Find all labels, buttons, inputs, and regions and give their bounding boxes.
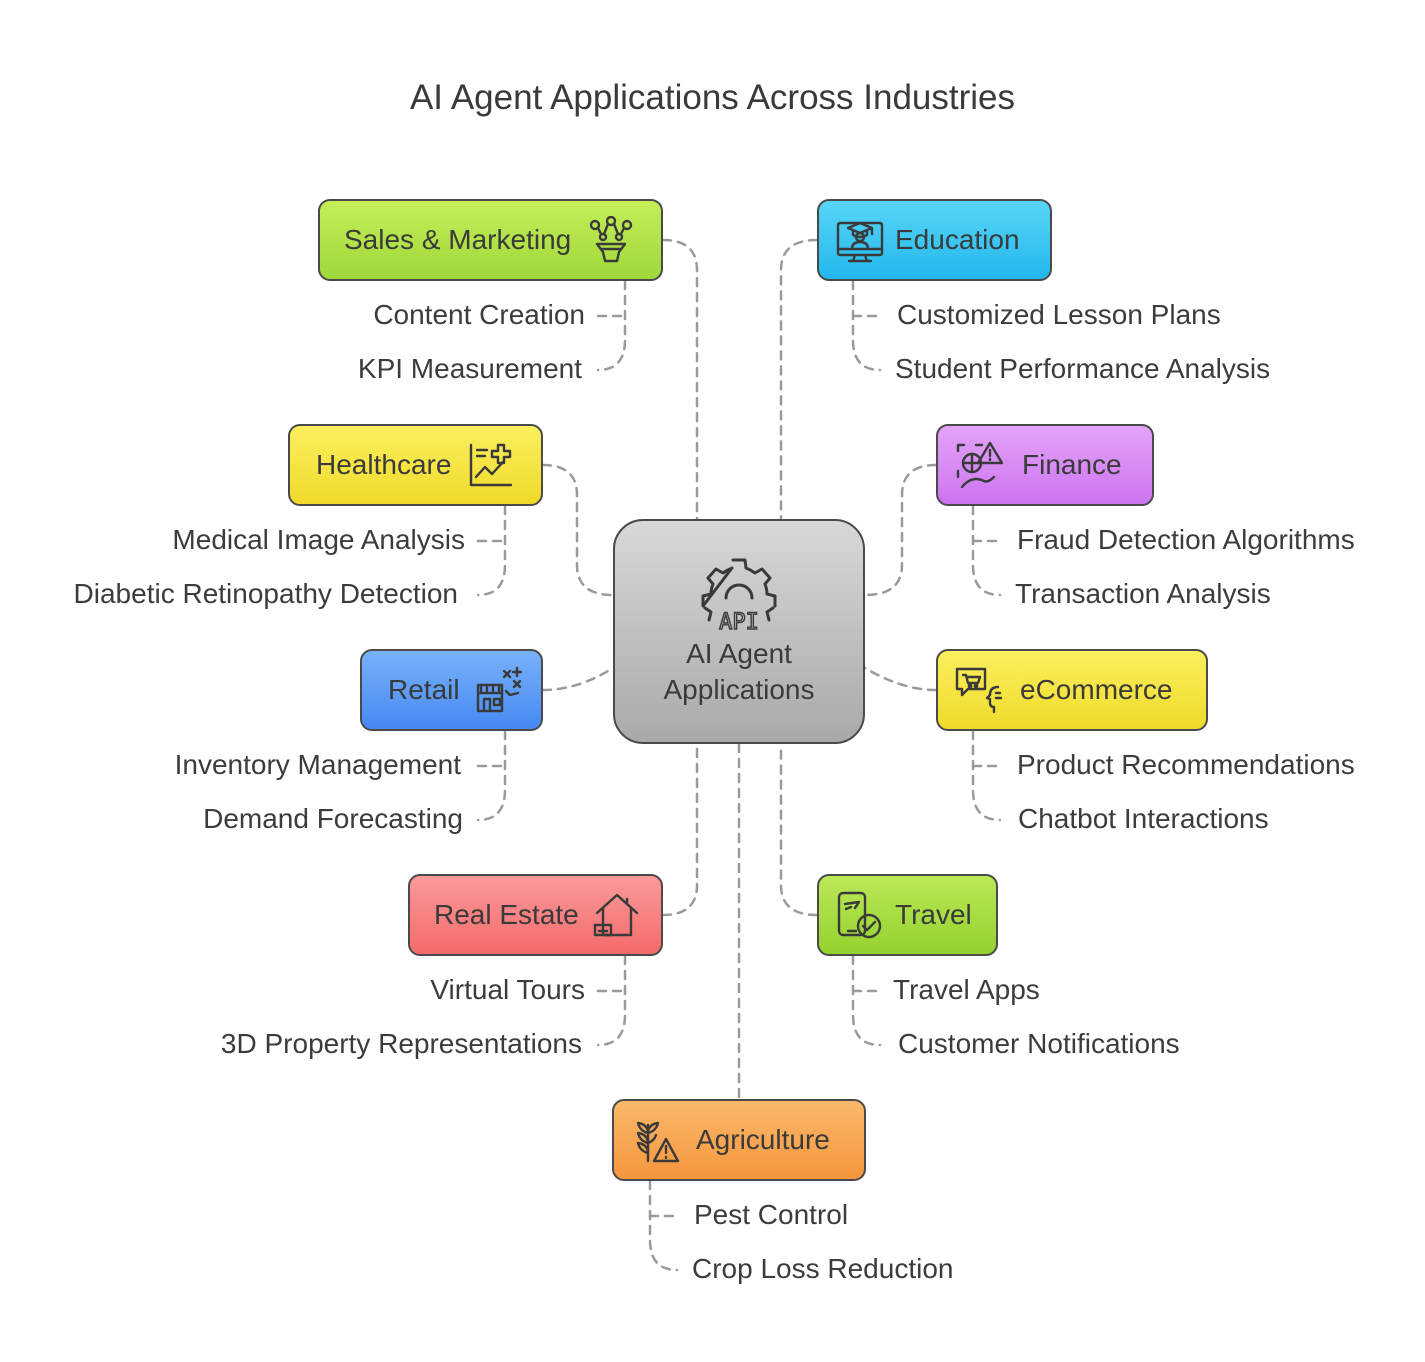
category-real-estate: Real Estate (408, 874, 663, 956)
category-label: eCommerce (1020, 674, 1173, 705)
house-laptop-icon (593, 893, 638, 937)
cart-chatbot-icon (955, 667, 1003, 714)
category-label: Retail (388, 674, 460, 705)
item-customized-lesson-plans: Customized Lesson Plans (897, 299, 1221, 330)
connector-travel (779, 742, 819, 917)
item-diabetic-retinopathy-detection: Diabetic Retinopathy Detection (73, 578, 458, 609)
store-analytics-icon (476, 666, 522, 713)
category-agriculture: Agriculture (612, 1099, 866, 1181)
connector-sales-marketing (661, 238, 699, 521)
category-ecommerce: eCommerce (936, 649, 1208, 731)
connector-healthcare-items (476, 504, 507, 597)
category-label: Agriculture (696, 1124, 830, 1155)
item-content-creation: Content Creation (373, 299, 585, 330)
center-node: API AI Agent Applications (613, 519, 865, 744)
category-label: Finance (1022, 449, 1122, 480)
center-label-line2: Applications (663, 674, 815, 705)
category-label: Travel (895, 899, 972, 930)
connector-travel-items (851, 954, 882, 1047)
connector-real-estate-items (596, 954, 627, 1047)
item-customer-notifications: Customer Notifications (898, 1028, 1180, 1059)
crop-warning-icon (636, 1121, 680, 1163)
connector-finance-items (971, 504, 1002, 597)
connector-ecommerce (863, 666, 938, 692)
category-travel: Travel (817, 874, 998, 956)
api-gear-icon: API (701, 558, 777, 634)
connector-education-items (851, 279, 882, 372)
connector-finance (863, 463, 938, 597)
item-virtual-tours: Virtual Tours (430, 974, 585, 1005)
item-3d-property-representations: 3D Property Representations (220, 1028, 582, 1059)
svg-text:API: API (719, 610, 759, 634)
connector-sales-items (596, 279, 627, 372)
medical-chart-icon (470, 443, 513, 487)
center-label-line1: AI Agent (686, 638, 792, 669)
online-graduate-icon (836, 221, 884, 263)
connector-education (779, 238, 819, 521)
category-label: Healthcare (316, 449, 452, 480)
item-fraud-detection-algorithms: Fraud Detection Algorithms (1017, 524, 1355, 555)
funnel-network-icon (590, 216, 633, 263)
category-sales-marketing: Sales & Marketing (318, 199, 663, 281)
diagram-title: AI Agent Applications Across Industries (409, 78, 1016, 117)
category-retail: Retail (360, 649, 543, 731)
travel-app-check-icon (837, 891, 882, 939)
item-demand-forecasting: Demand Forecasting (203, 803, 463, 834)
item-student-performance-analysis: Student Performance Analysis (895, 353, 1271, 384)
connector-real-estate (661, 742, 699, 917)
item-medical-image-analysis: Medical Image Analysis (172, 524, 465, 555)
connector-retail-items (476, 729, 507, 822)
category-healthcare: Healthcare (288, 424, 543, 506)
connector-agriculture-items (648, 1179, 679, 1272)
category-label: Sales & Marketing (344, 224, 572, 255)
item-chatbot-interactions: Chatbot Interactions (1018, 803, 1269, 834)
item-transaction-analysis: Transaction Analysis (1015, 578, 1271, 609)
item-pest-control: Pest Control (694, 1199, 849, 1230)
fraud-alert-icon (956, 441, 1004, 489)
category-label: Education (895, 224, 1020, 255)
connector-healthcare (541, 463, 615, 597)
item-product-recommendations: Product Recommendations (1017, 749, 1355, 780)
category-finance: Finance (936, 424, 1154, 506)
connector-retail (541, 666, 615, 692)
item-kpi-measurement: KPI Measurement (357, 353, 582, 384)
item-inventory-management: Inventory Management (174, 749, 461, 780)
item-travel-apps: Travel Apps (893, 974, 1040, 1005)
item-crop-loss-reduction: Crop Loss Reduction (692, 1253, 954, 1284)
category-education: Education (817, 199, 1052, 281)
category-label: Real Estate (434, 899, 579, 930)
connector-ecommerce-items (971, 729, 1002, 822)
